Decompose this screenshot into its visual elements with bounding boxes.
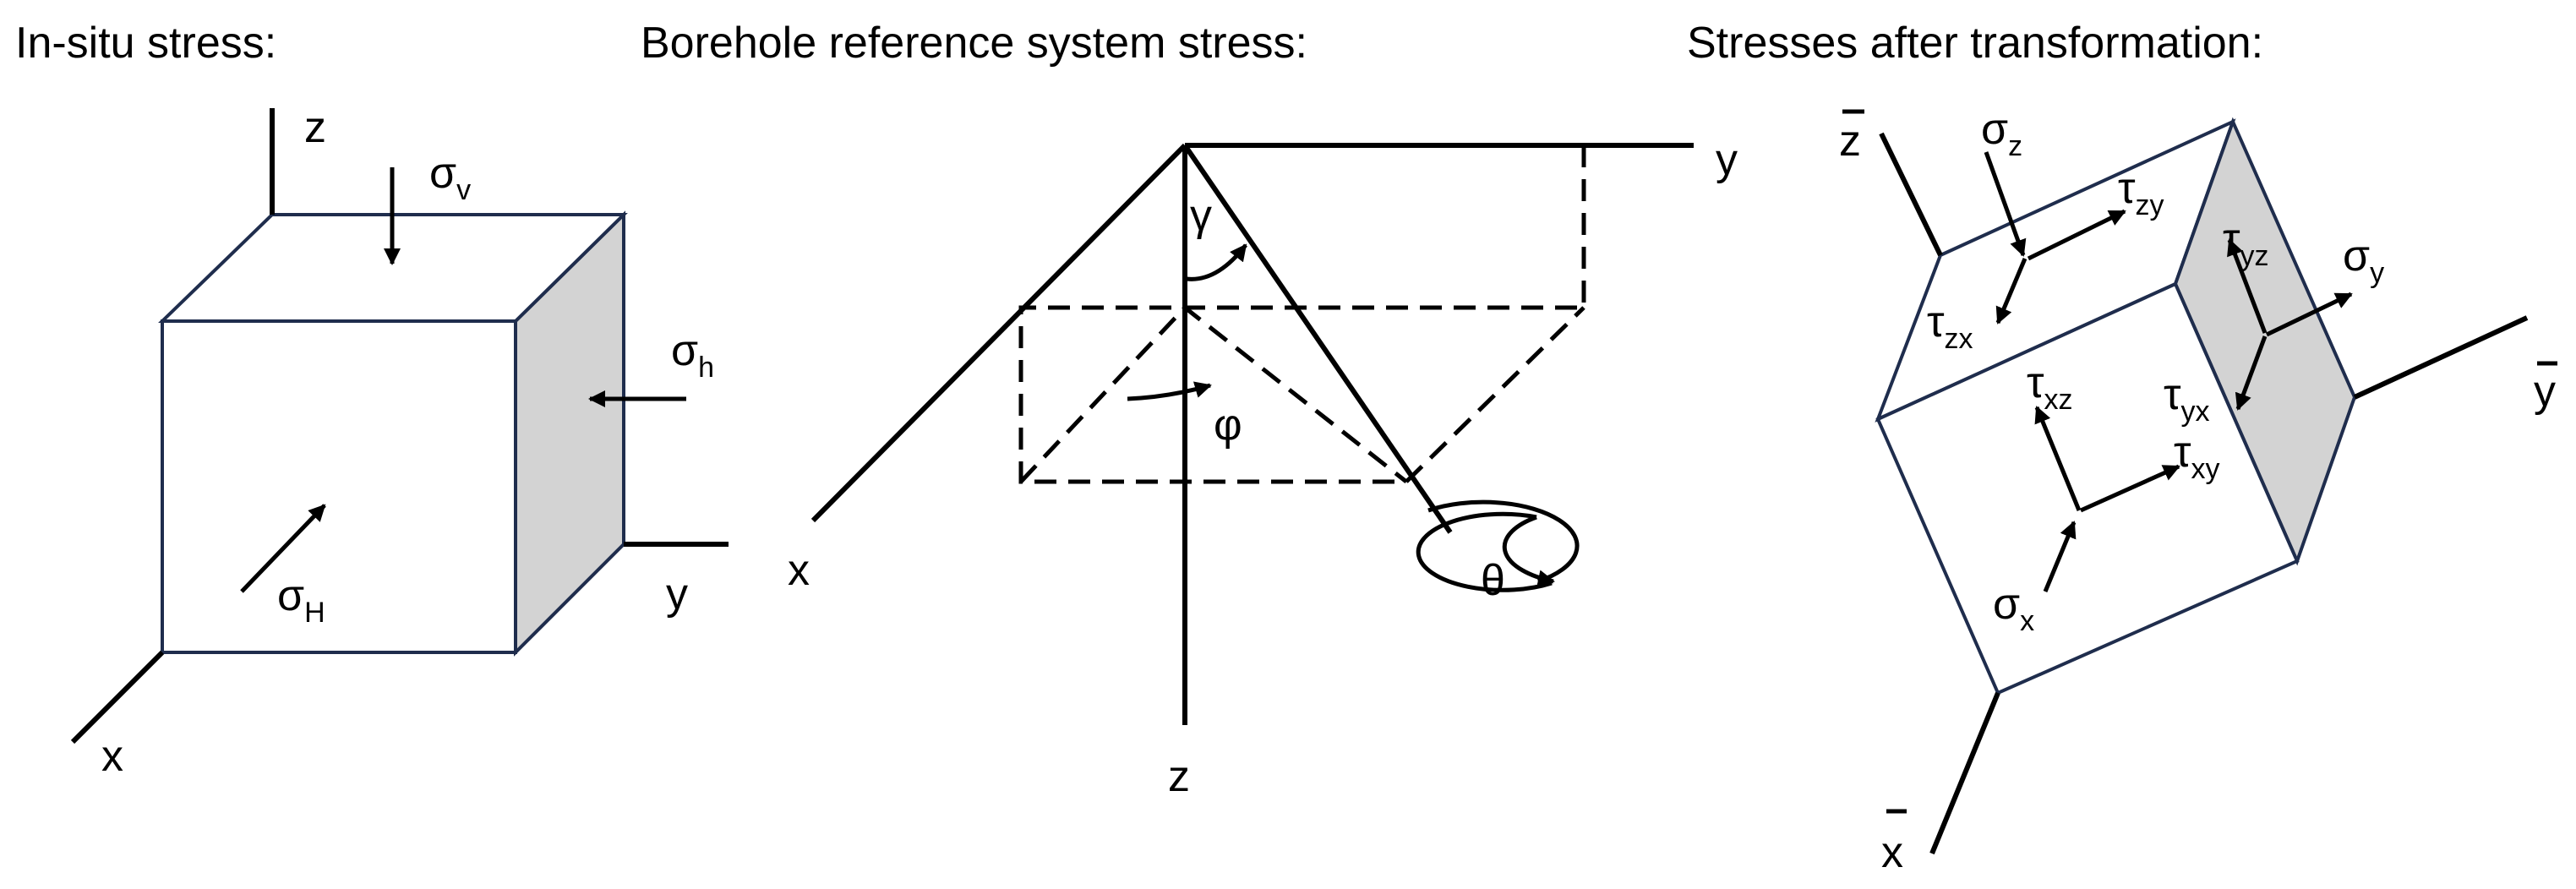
cube-front-face: [1875, 281, 2300, 695]
y-bar-axis-label: y: [2534, 361, 2557, 416]
sigma-H-arrow: [240, 504, 326, 593]
panel-borehole-reference: Borehole reference system stress: y x z …: [641, 19, 1738, 801]
tau-xy-label: τxy: [2174, 428, 2220, 485]
panel-after-transformation: Stresses after transformation: z y x σz …: [1687, 19, 2557, 877]
z-axis-label: z: [304, 103, 326, 152]
sigma-z-arrow: [1984, 151, 2027, 257]
sigma-z-label: σz: [1981, 105, 2022, 162]
panel-title-transformed: Stresses after transformation:: [1687, 19, 2263, 68]
gamma-label: γ: [1190, 191, 1212, 240]
x-axis-label: x: [101, 732, 123, 781]
tau-yx-arrow: [2235, 335, 2268, 411]
gamma-arc: [1186, 243, 1247, 281]
x-axis-label: x: [788, 546, 810, 595]
cube-front-face: [161, 319, 517, 654]
panel-title-borehole: Borehole reference system stress:: [641, 19, 1307, 68]
tau-zx-label: τzx: [1927, 297, 1973, 355]
borehole-axis: [1182, 144, 1453, 534]
dashed-projection-box: [1018, 145, 1586, 484]
y-axis-label: y: [1716, 135, 1738, 184]
svg-text:z: z: [1839, 117, 1861, 166]
tau-xz-label: τxz: [2027, 358, 2073, 416]
y-axis: [2353, 315, 2529, 400]
tau-yx-label: τyx: [2164, 370, 2210, 428]
sigma-y-label: σy: [2343, 232, 2384, 289]
y-axis-label: y: [666, 570, 688, 619]
panel-title-in-situ: In-situ stress:: [15, 19, 276, 68]
phi-arc: [1127, 381, 1212, 401]
x-axis: [810, 143, 1187, 523]
theta-label: θ: [1481, 556, 1505, 605]
phi-label: φ: [1214, 401, 1242, 450]
x-axis: [70, 650, 165, 744]
sigma-h-label: σh: [671, 326, 714, 384]
x-bar-axis-label: x: [1881, 809, 1907, 877]
tau-yz-arrow: [2227, 238, 2268, 334]
theta-rotation-ring: [1427, 499, 1580, 584]
sigma-y-arrow: [2265, 292, 2353, 337]
svg-text:x: x: [1881, 828, 1903, 877]
panel-in-situ-stress: In-situ stress: z y x σv σh σH: [15, 19, 729, 781]
tau-zx-arrow: [1995, 258, 2028, 325]
tau-zy-label: τzy: [2118, 164, 2164, 221]
sigma-x-label: σx: [1993, 580, 2034, 637]
x-axis: [1929, 691, 2000, 855]
theta-rotation-arc: [1416, 511, 1553, 590]
z-axis: [1879, 132, 1943, 257]
tau-yz-label: τyz: [2223, 215, 2269, 272]
sigma-x-arrow: [2043, 521, 2077, 592]
z-axis-label: z: [1168, 752, 1190, 801]
svg-text:y: y: [2534, 367, 2556, 416]
tau-xy-arrow: [2079, 464, 2180, 513]
tau-xz-arrow: [2034, 406, 2082, 511]
sigma-v-label: σv: [429, 149, 471, 206]
tau-zy-arrow: [2027, 209, 2126, 261]
sigma-H-label: σH: [277, 571, 325, 629]
z-bar-axis-label: z: [1839, 109, 1864, 166]
